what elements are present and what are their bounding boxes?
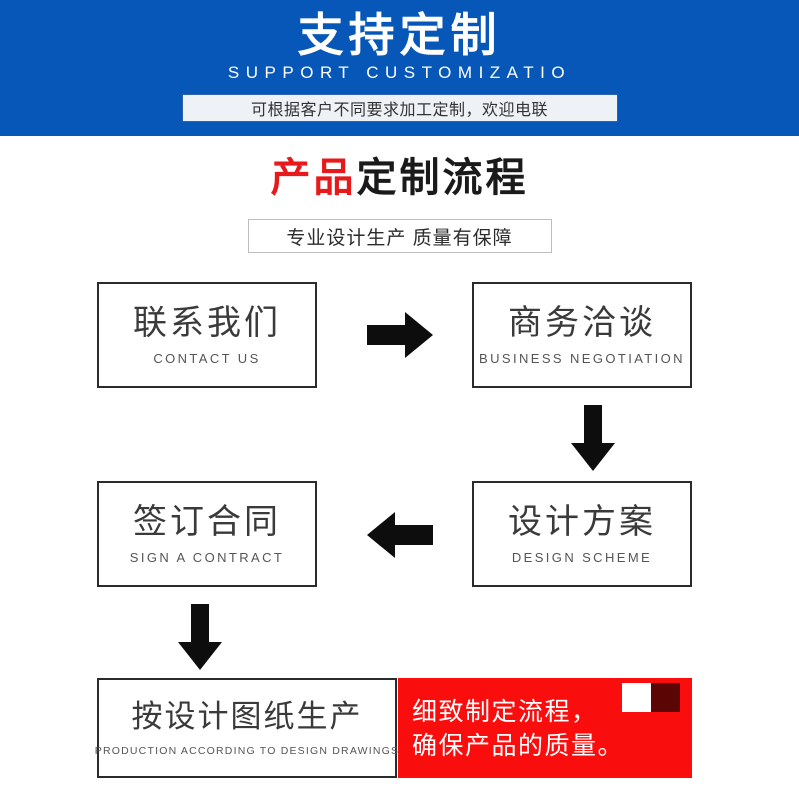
header-callout-pill: 可根据客户不同要求加工定制，欢迎电联	[181, 94, 618, 122]
flow-step-label-cn: 设计方案	[508, 503, 656, 541]
decorative-square-dark	[651, 683, 680, 712]
flow-step-label-en: DESIGN SCHEME	[511, 550, 653, 565]
flow-step-label-en: CONTACT US	[153, 351, 261, 366]
header-title: 支持定制	[297, 9, 502, 61]
arrow-down-icon	[178, 604, 222, 675]
promo-line-2: 确保产品的质量。	[412, 732, 625, 760]
flow-step-label-cn: 联系我们	[133, 304, 281, 342]
arrow-left-icon	[367, 512, 433, 563]
arrow-down-icon	[571, 405, 615, 476]
flow-step-label-en: PRODUCTION ACCORDING TO DESIGN DRAWINGS	[94, 745, 400, 757]
header-subtitle: SUPPORT CUSTOMIZATIO	[227, 63, 572, 82]
flow-step-business-negotiation: 商务洽谈 BUSINESS NEGOTIATION	[472, 282, 692, 388]
promo-line-1: 细致制定流程，	[412, 698, 598, 726]
header-band: 支持定制 SUPPORT CUSTOMIZATIO 可根据客户不同要求加工定制，…	[0, 0, 799, 136]
section-subtitle-text: 专业设计生产 质量有保障	[286, 227, 513, 249]
flow-step-label-en: BUSINESS NEGOTIATION	[479, 351, 685, 366]
header-callout-text: 可根据客户不同要求加工定制，欢迎电联	[250, 102, 548, 119]
flow-step-label-cn: 按设计图纸生产	[131, 699, 363, 734]
section-title-main: 定制流程	[356, 156, 529, 200]
arrow-right-icon	[367, 312, 433, 363]
promo-panel: 细致制定流程， 确保产品的质量。	[398, 678, 692, 778]
flow-step-production: 按设计图纸生产 PRODUCTION ACCORDING TO DESIGN D…	[94, 678, 400, 778]
flow-step-sign-contract: 签订合同 SIGN A CONTRACT	[97, 481, 317, 587]
flow-step-label-en: SIGN A CONTRACT	[129, 550, 285, 565]
flow-step-design-scheme: 设计方案 DESIGN SCHEME	[472, 481, 692, 587]
flow-step-label-cn: 签订合同	[133, 503, 281, 541]
decorative-square-white	[622, 683, 651, 712]
section-title: 产品定制流程	[0, 152, 799, 204]
flow-step-contact-us: 联系我们 CONTACT US	[97, 282, 317, 388]
section-title-accent: 产品	[270, 156, 357, 200]
flow-step-label-cn: 商务洽谈	[508, 304, 656, 342]
section-subtitle-box: 专业设计生产 质量有保障	[247, 219, 552, 253]
